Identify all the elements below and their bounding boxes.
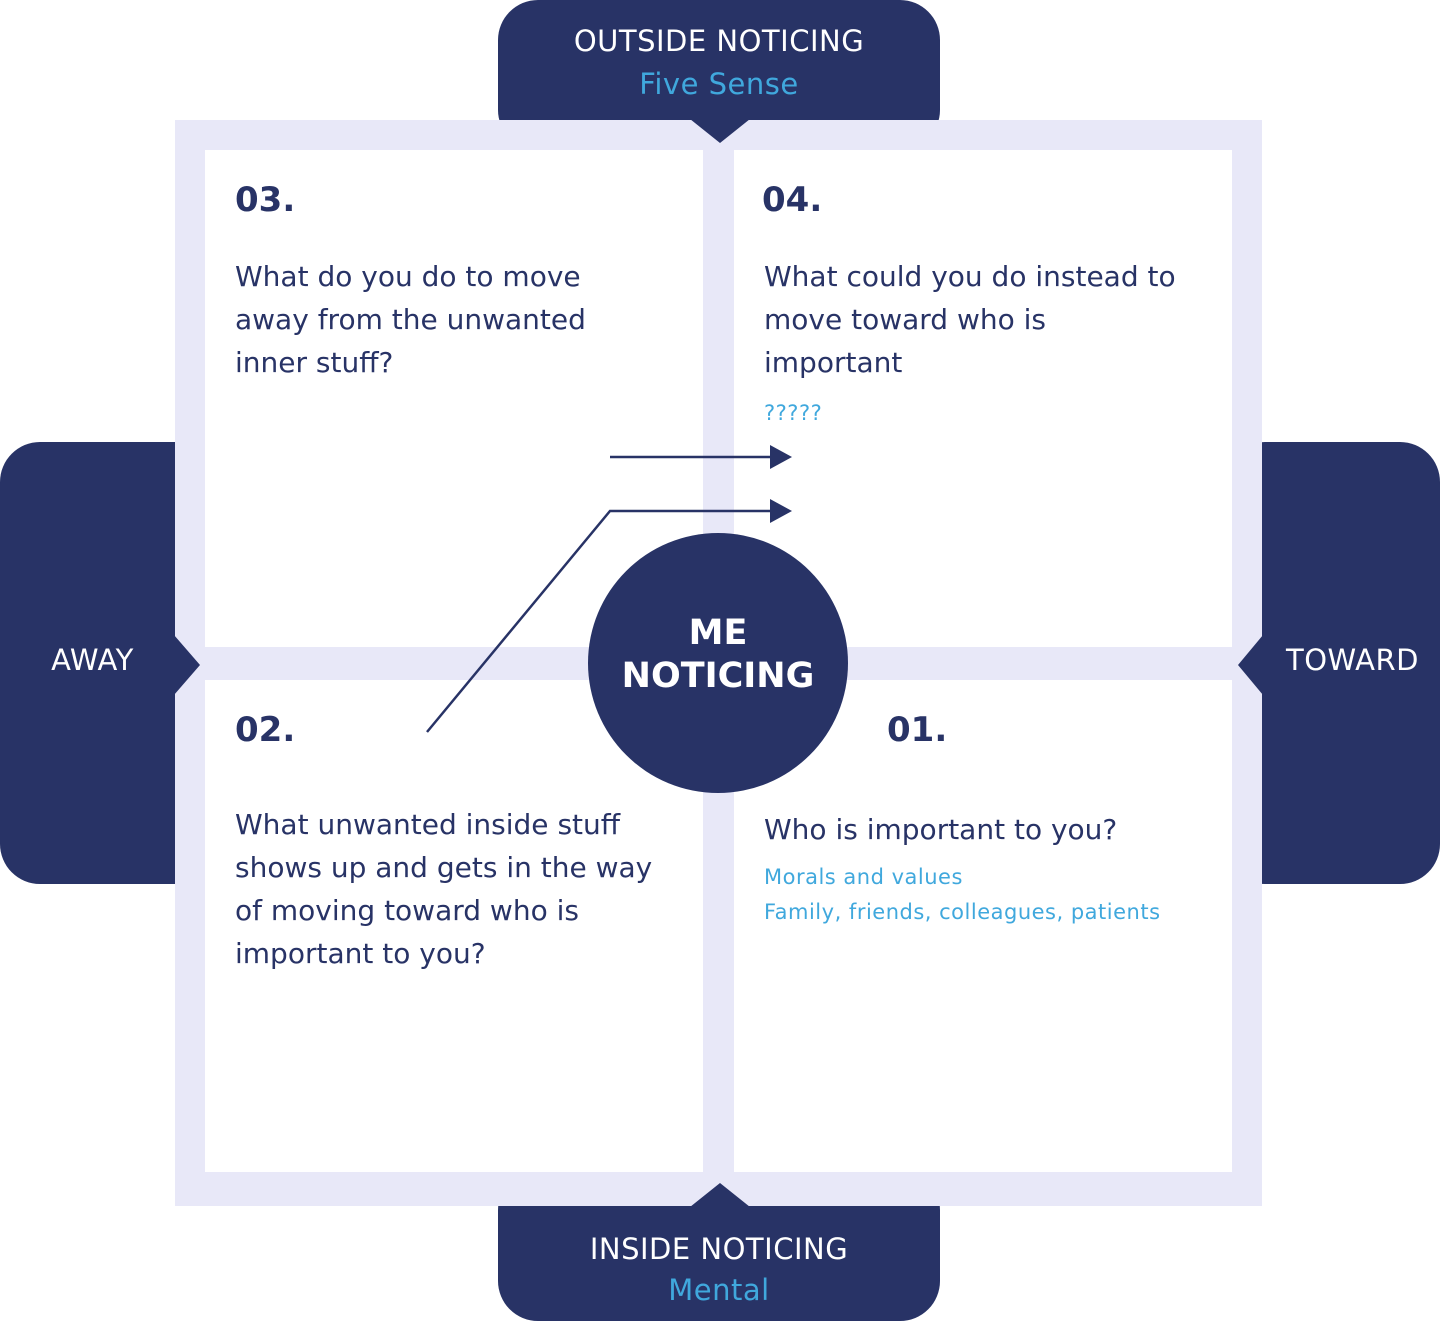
me-noticing-line2: NOTICING	[621, 656, 815, 696]
quadrant-04-question: What could you do instead to move toward…	[764, 260, 1176, 379]
outside-noticing-subtitle: Five Sense	[639, 67, 799, 101]
toward-label: TOWARD	[1286, 643, 1419, 677]
quadrant-03-question: What do you do to move away from the unw…	[235, 260, 586, 379]
quadrant-02-number: 02.	[235, 710, 296, 750]
left-pointer-icon	[174, 635, 200, 695]
me-noticing-line1: ME	[688, 613, 748, 653]
quadrant-04	[734, 150, 1232, 647]
arrow-head-bottom-icon	[770, 499, 792, 523]
outside-noticing-title: OUTSIDE NOTICING	[573, 24, 865, 58]
quadrant-01	[734, 680, 1232, 1172]
quadrant-01-question: Who is important to you?	[764, 813, 1118, 846]
bottom-pointer-icon	[690, 1183, 750, 1207]
quadrant-03	[205, 150, 703, 647]
arrow-line-bottom	[426, 509, 773, 733]
quadrant-04-number: 04.	[762, 180, 823, 220]
arrow-head-top-icon	[770, 445, 792, 469]
away-label: AWAY	[51, 643, 134, 677]
quadrant-02-question: What unwanted inside stuff shows up and …	[235, 808, 653, 970]
quadrant-03-number: 03.	[235, 180, 296, 220]
inside-noticing-subtitle: Mental	[668, 1273, 770, 1307]
quadrant-01-note-values: Morals and values	[764, 865, 963, 889]
me-noticing-label: ME NOTICING	[588, 612, 848, 698]
inside-noticing-title: INSIDE NOTICING	[589, 1232, 849, 1266]
me-noticing-circle	[588, 533, 848, 793]
right-pointer-icon	[1238, 635, 1263, 695]
quadrant-04-note: ?????	[764, 401, 823, 425]
quadrant-01-number: 01.	[887, 710, 948, 750]
quadrant-01-note-people: Family, friends, colleagues, patients	[764, 900, 1161, 924]
top-pointer-icon	[690, 119, 750, 143]
quadrant-02	[205, 680, 703, 1172]
